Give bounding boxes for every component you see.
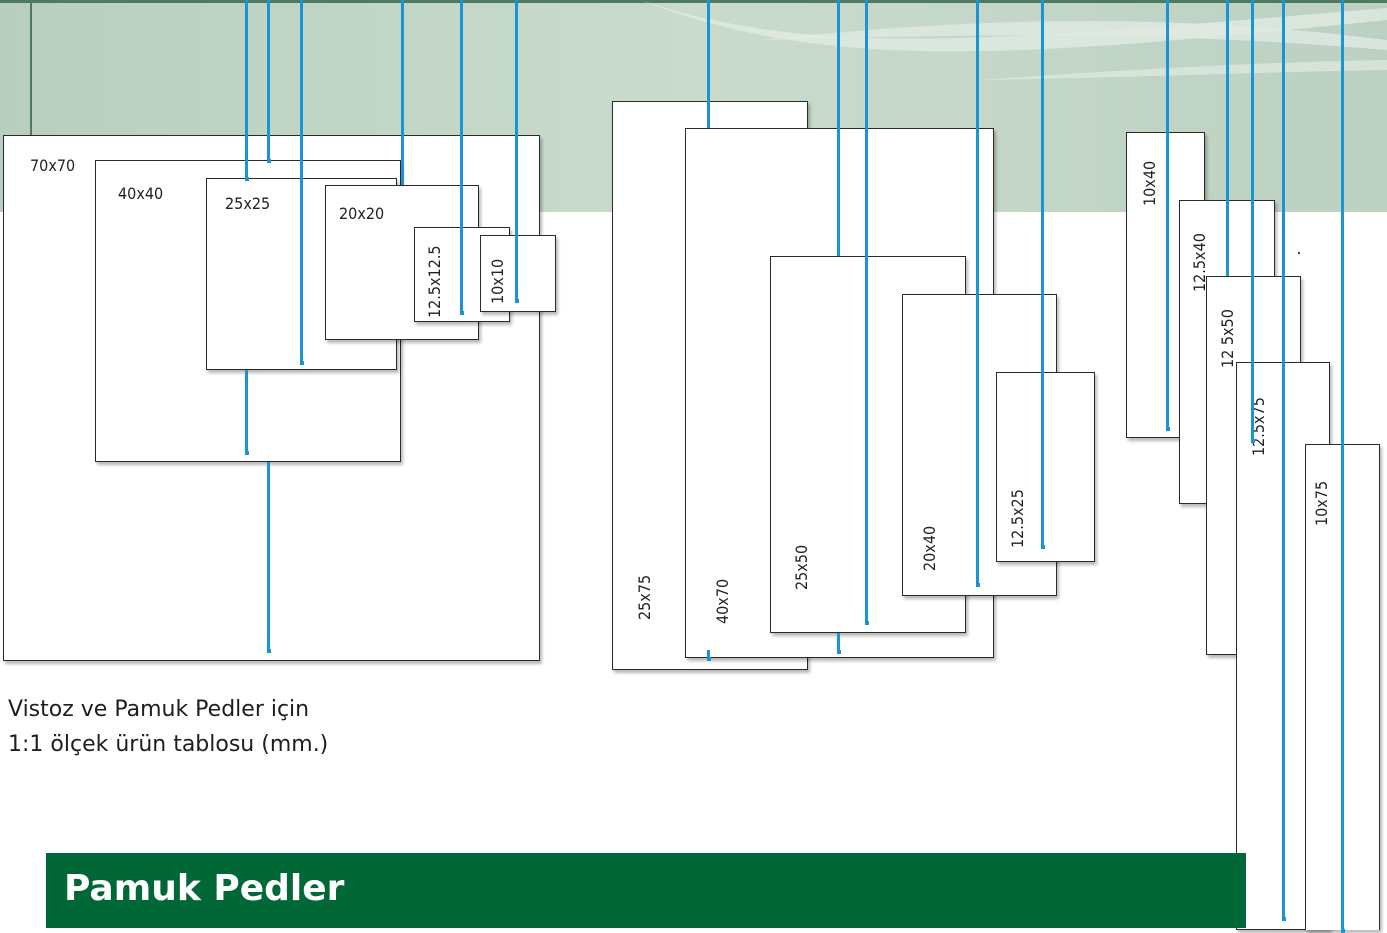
hanging-wire <box>836 633 841 654</box>
hanging-wire <box>266 462 271 653</box>
hanging-wire <box>1281 0 1286 921</box>
hanging-wire <box>837 0 840 256</box>
caption-line-2: 1:1 ölçek ürün tablosu (mm.) <box>8 732 329 757</box>
pad-label-12.5x12.5: 12.5x12.5 <box>425 245 444 318</box>
pad-label-12.5x25: 12.5x25 <box>1008 489 1027 548</box>
pad-label-25x75: 25x75 <box>635 574 654 620</box>
hanging-wire <box>706 650 711 661</box>
hanging-wire <box>1250 0 1255 443</box>
pad-label-10x40: 10x40 <box>1140 160 1159 206</box>
pad-label-70x70: 70x70 <box>30 156 76 175</box>
decorative-dot <box>1298 252 1300 254</box>
hanging-wire <box>299 0 304 365</box>
hanging-wire <box>266 0 271 163</box>
section-banner: Pamuk Pedler <box>46 853 1246 928</box>
banner-title: Pamuk Pedler <box>64 868 345 909</box>
pad-label-20x20: 20x20 <box>339 204 385 223</box>
hanging-wire <box>244 0 249 181</box>
hanging-wire <box>514 0 519 303</box>
hanging-wire <box>707 0 710 128</box>
pad-label-12-5x50: 12 5x50 <box>1218 309 1237 368</box>
pad-label-40x70: 40x70 <box>713 578 732 624</box>
pad-12.5x25 <box>996 372 1095 562</box>
pad-label-20x40: 20x40 <box>920 525 939 571</box>
hanging-wire <box>401 0 404 185</box>
caption: Vistoz ve Pamuk Pedler için 1:1 ölçek ür… <box>8 692 328 762</box>
pad-label-25x25: 25x25 <box>225 194 271 213</box>
pad-label-10x75: 10x75 <box>1312 480 1331 526</box>
hanging-wire <box>975 0 980 587</box>
hanging-wire <box>864 0 869 625</box>
pad-label-10x10: 10x10 <box>488 258 507 304</box>
pad-label-40x40: 40x40 <box>118 184 164 203</box>
pad-label-25x50: 25x50 <box>792 544 811 590</box>
hanging-wire <box>459 0 464 315</box>
caption-line-1: Vistoz ve Pamuk Pedler için <box>8 697 310 722</box>
hanging-wire <box>1165 0 1170 431</box>
hanging-wire <box>1340 0 1345 933</box>
hanging-wire <box>1226 0 1229 276</box>
hanging-wire <box>244 370 249 455</box>
hanging-wire <box>1040 0 1045 549</box>
